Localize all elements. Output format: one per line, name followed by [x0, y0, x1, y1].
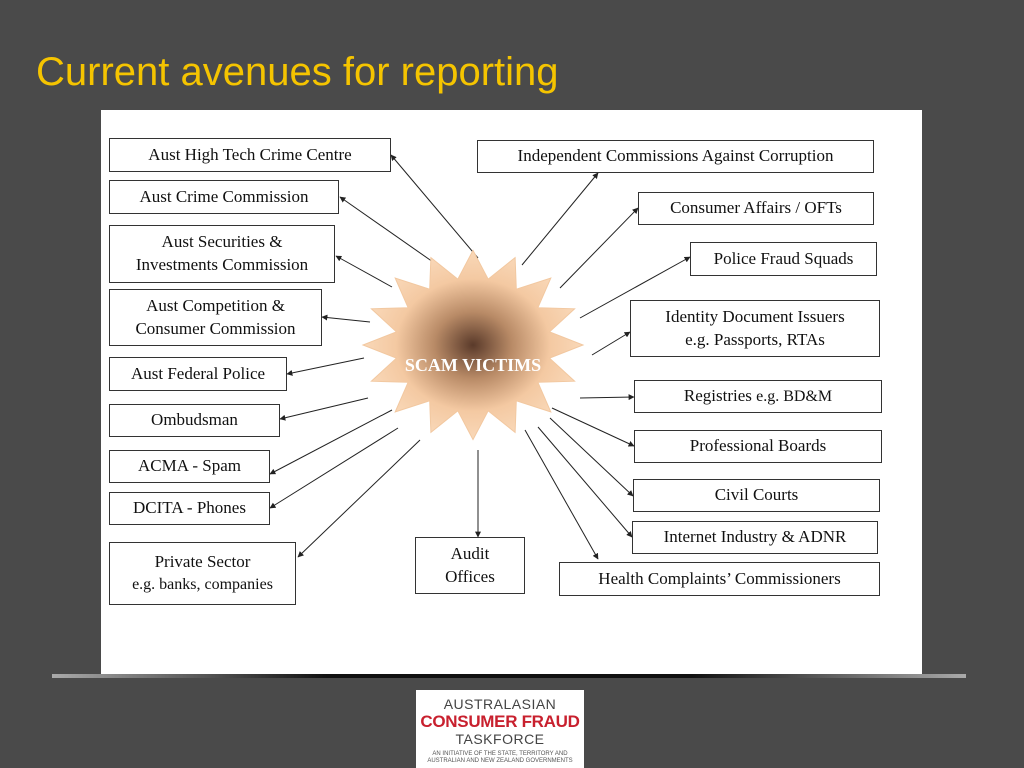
logo-line1: AUSTRALASIAN [443, 696, 557, 712]
node-aust-crime-commission: Aust Crime Commission [109, 180, 339, 214]
node-label: Independent Commissions Against Corrupti… [517, 146, 834, 166]
node-label: Registries [683, 386, 752, 406]
node-label-line2: e.g. BD&M [756, 387, 833, 405]
node-label: DCITA - Phones [133, 498, 246, 518]
node-accc: Aust Competition & Consumer Commission [109, 289, 322, 346]
node-label: Health Complaints’ Commissioners [598, 568, 841, 588]
node-asic: Aust Securities & Investments Commission [109, 225, 335, 283]
connector-arrow [591, 331, 631, 356]
node-label: Identity Document Issuers [665, 306, 845, 326]
node-label: Audit [450, 543, 490, 563]
node-acma-spam: ACMA - Spam [109, 450, 270, 483]
logo-line3: TASKFORCE [455, 731, 545, 747]
node-label: Internet Industry & ADNR [663, 527, 847, 547]
node-label: Aust Securities & [161, 232, 283, 252]
node-label: Private Sector [154, 552, 251, 572]
node-aust-federal-police: Aust Federal Police [109, 357, 287, 391]
node-label: Police Fraud Squads [713, 248, 854, 268]
node-label: Ombudsman [151, 410, 238, 430]
node-label: ACMA - Spam [138, 456, 241, 476]
connector-arrow [551, 407, 635, 447]
node-label: Aust Competition & [146, 295, 285, 315]
node-label: Professional Boards [689, 436, 827, 456]
connector-arrow [579, 256, 691, 319]
node-label: Aust Federal Police [130, 363, 266, 383]
node-identity-document-issuers: Identity Document Issuers e.g. Passports,… [630, 300, 880, 357]
node-ombudsman: Ombudsman [109, 404, 280, 437]
node-aust-high-tech-crime-centre: Aust High Tech Crime Centre [109, 138, 391, 172]
node-label-line2: Offices [445, 566, 495, 586]
taskforce-logo: AUSTRALASIAN CONSUMER FRAUD TASKFORCE AN… [416, 690, 584, 768]
connector-arrow [537, 426, 633, 538]
connector-arrow [286, 357, 365, 376]
connector-arrow [549, 417, 634, 497]
node-registries: Registries e.g. BD&M [634, 380, 882, 413]
connector-arrows [269, 154, 691, 560]
connector-arrow [321, 314, 371, 323]
scam-victims-star [361, 249, 585, 441]
node-private-sector: Private Sector e.g. banks, companies [109, 542, 296, 605]
logo-line4: AN INITIATIVE OF THE STATE, TERRITORY AN… [427, 751, 573, 764]
connector-arrow [524, 429, 599, 560]
connector-arrow [579, 394, 635, 401]
connector-arrow [269, 409, 393, 475]
connector-arrow [559, 207, 639, 289]
connector-arrow [521, 172, 599, 266]
connector-arrow [269, 427, 399, 509]
hub-label: SCAM VICTIMS [405, 355, 541, 375]
node-label: Aust High Tech Crime Centre [148, 144, 352, 164]
connector-arrow [279, 397, 369, 421]
node-label-line2: Consumer Commission [135, 318, 296, 338]
node-label-line2: e.g. Passports, RTAs [685, 329, 825, 349]
logo-line2: CONSUMER FRAUD [420, 712, 580, 731]
connector-arrow [339, 196, 434, 263]
connector-arrow [297, 439, 421, 558]
slide-title: Current avenues for reporting [36, 50, 559, 94]
node-civil-courts: Civil Courts [633, 479, 880, 512]
node-consumer-affairs: Consumer Affairs / OFTs [638, 192, 874, 225]
node-dcita-phones: DCITA - Phones [109, 492, 270, 525]
node-label-line2: e.g. banks, companies [132, 576, 273, 594]
node-police-fraud-squads: Police Fraud Squads [690, 242, 877, 276]
node-label: Aust Crime Commission [139, 186, 309, 206]
node-label: Civil Courts [714, 485, 799, 505]
node-independent-commissions: Independent Commissions Against Corrupti… [477, 140, 874, 173]
node-internet-industry: Internet Industry & ADNR [632, 521, 878, 554]
connector-arrow [390, 154, 479, 259]
node-health-complaints: Health Complaints’ Commissioners [559, 562, 880, 596]
node-label-line2: Investments Commission [135, 255, 309, 274]
connector-arrow [335, 255, 393, 288]
node-professional-boards: Professional Boards [634, 430, 882, 463]
node-label: Consumer Affairs / OFTs [670, 198, 842, 218]
footer-divider [52, 674, 966, 678]
